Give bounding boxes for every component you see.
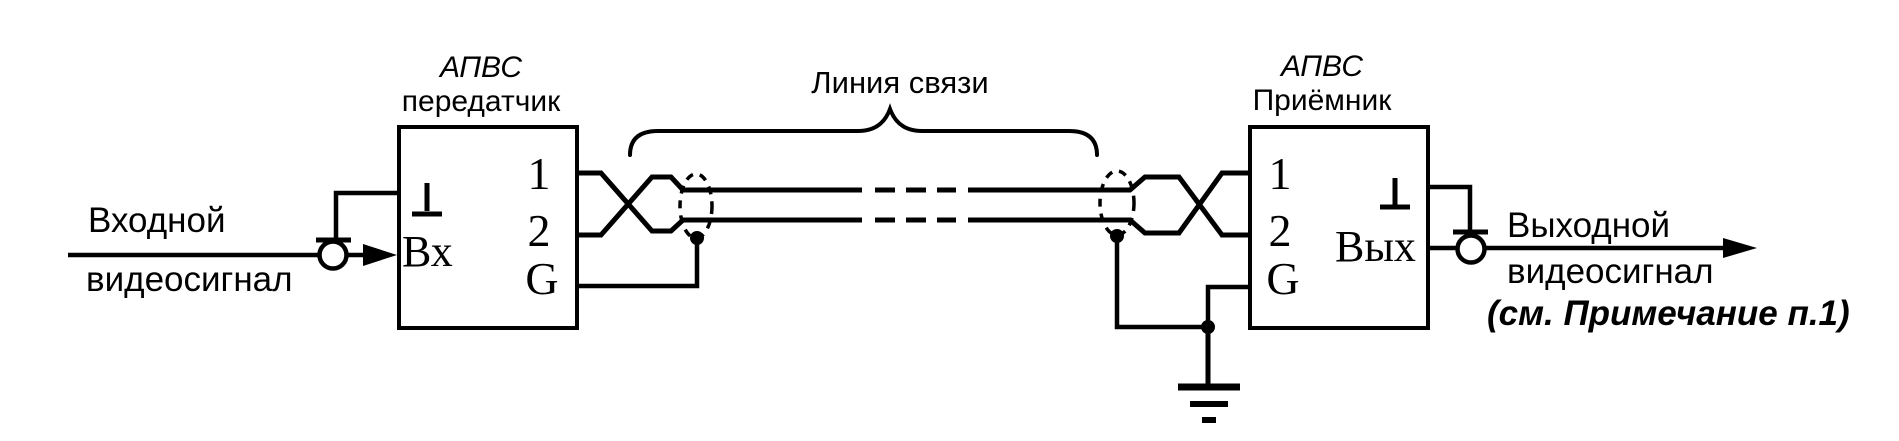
receiver-title-line1: АПВС	[1279, 50, 1363, 83]
shield-ellipse-icon	[678, 172, 714, 240]
output-label-line1: Выходной	[1507, 206, 1670, 245]
shield-junction-dot	[690, 231, 704, 245]
transmitter-ground-pin-label: G	[525, 253, 558, 304]
chassis-ground-icon	[412, 183, 442, 217]
receiver-title-line2: Приёмник	[1253, 84, 1393, 117]
receiver-pin1-label: 1	[1269, 148, 1292, 199]
rx-shield-ground-wire	[1114, 236, 1208, 330]
shield-junction-dot	[1110, 229, 1124, 243]
arrow-right-icon	[1723, 238, 1757, 258]
transmitter-box	[397, 125, 579, 330]
output-shell-ground-wire	[1428, 184, 1473, 231]
transmitter-pin2-label: 2	[528, 205, 551, 256]
output-label-line2: видеосигнал	[1507, 252, 1714, 291]
rx-g-pin-wire	[1205, 284, 1251, 327]
chassis-ground-icon	[1380, 178, 1410, 210]
output-note: (см. Примечание п.1)	[1487, 294, 1850, 333]
tx-pin1-wire	[577, 170, 862, 234]
curly-brace-icon	[628, 103, 1099, 157]
rx-pin1-wire	[968, 170, 1251, 236]
tx-shield-ground-wire	[577, 238, 700, 289]
input-label-line2: видеосигнал	[86, 260, 293, 299]
input-label-line1: Входной	[88, 201, 226, 240]
receiver-port-label: Вых	[1335, 222, 1416, 271]
receiver-pin2-label: 2	[1269, 205, 1292, 256]
coax-connector-icon	[317, 239, 349, 271]
transmitter-title-line2: передатчик	[402, 85, 561, 118]
rx-pin2-wire	[968, 174, 1251, 238]
tx-pin2-wire	[577, 174, 862, 238]
earth-ground-icon	[1178, 327, 1240, 423]
receiver-ground-pin-label: G	[1266, 253, 1299, 304]
arrow-right-icon	[363, 244, 397, 266]
transmitter-port-label: Вх	[402, 227, 453, 276]
line-label: Линия связи	[811, 65, 988, 100]
transmitter-pin1-label: 1	[528, 148, 551, 199]
input-shell-ground-wire	[333, 190, 399, 239]
transmitter-title-line1: АПВС	[438, 51, 522, 84]
shield-ellipse-icon	[1098, 169, 1136, 237]
coax-connector-icon	[1455, 233, 1487, 265]
receiver-box	[1248, 125, 1430, 330]
